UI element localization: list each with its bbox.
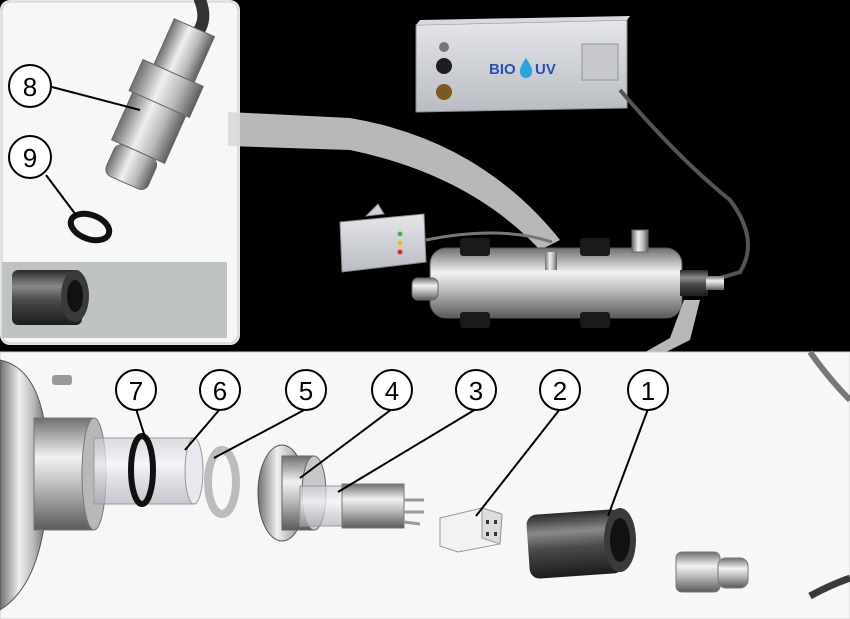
bio-uv-logo: BIO UV xyxy=(489,58,556,78)
panel-cable-top xyxy=(807,350,850,403)
indicator-lamp-icon xyxy=(436,84,452,100)
callout-7 xyxy=(115,369,157,411)
callout-2-label: 2 xyxy=(553,376,567,406)
callout-4-label: 4 xyxy=(385,376,399,406)
cable-gland xyxy=(675,551,749,593)
rotary-knob-icon xyxy=(436,58,452,74)
lamp-base xyxy=(299,483,424,529)
sensor-nut xyxy=(12,270,89,325)
detail-inset-sensor: 8 9 xyxy=(0,0,560,345)
washer xyxy=(204,446,240,518)
uv-monitor-box xyxy=(339,203,427,273)
callout-2 xyxy=(539,369,581,411)
lamp-connector xyxy=(439,507,503,553)
zoom-connector-bottom xyxy=(640,300,700,355)
sensor-fitting xyxy=(105,18,216,190)
monitor-led-yellow xyxy=(397,240,403,246)
callout-6-label: 6 xyxy=(213,376,227,406)
control-cable xyxy=(618,88,750,280)
monitor-led-red xyxy=(397,249,403,255)
callout-4 xyxy=(371,369,413,411)
callout-8-label: 8 xyxy=(23,72,37,102)
callout-6 xyxy=(199,369,241,411)
power-switch-icon xyxy=(439,42,449,52)
logo-text-left: BIO xyxy=(489,61,516,78)
quartz-sleeve xyxy=(93,437,195,505)
callout-9-label: 9 xyxy=(23,143,37,173)
control-cabinet: BIO UV xyxy=(415,16,630,113)
callout-7-label: 7 xyxy=(129,376,143,406)
callout-8 xyxy=(8,64,52,108)
callouts-bottom: 1 2 3 4 5 6 7 xyxy=(115,369,669,517)
lamp-cap xyxy=(526,508,636,579)
logo-text-right: UV xyxy=(535,61,556,78)
monitor-led-green xyxy=(397,231,403,237)
callout-5 xyxy=(285,369,327,411)
panel-cable-bottom xyxy=(808,574,850,600)
callout-5-label: 5 xyxy=(299,376,313,406)
uv-reactor xyxy=(411,229,724,328)
display-window xyxy=(581,43,619,81)
callout-3 xyxy=(455,369,497,411)
o-ring xyxy=(128,433,156,507)
sensor-o-ring xyxy=(67,210,113,244)
callout-3-label: 3 xyxy=(469,376,483,406)
callout-1-label: 1 xyxy=(641,376,655,406)
zoom-connector-top xyxy=(228,112,560,250)
water-drop-icon xyxy=(519,58,533,78)
sensor-cable-main xyxy=(425,231,553,244)
callout-1 xyxy=(627,369,669,411)
callout-9 xyxy=(8,135,52,179)
